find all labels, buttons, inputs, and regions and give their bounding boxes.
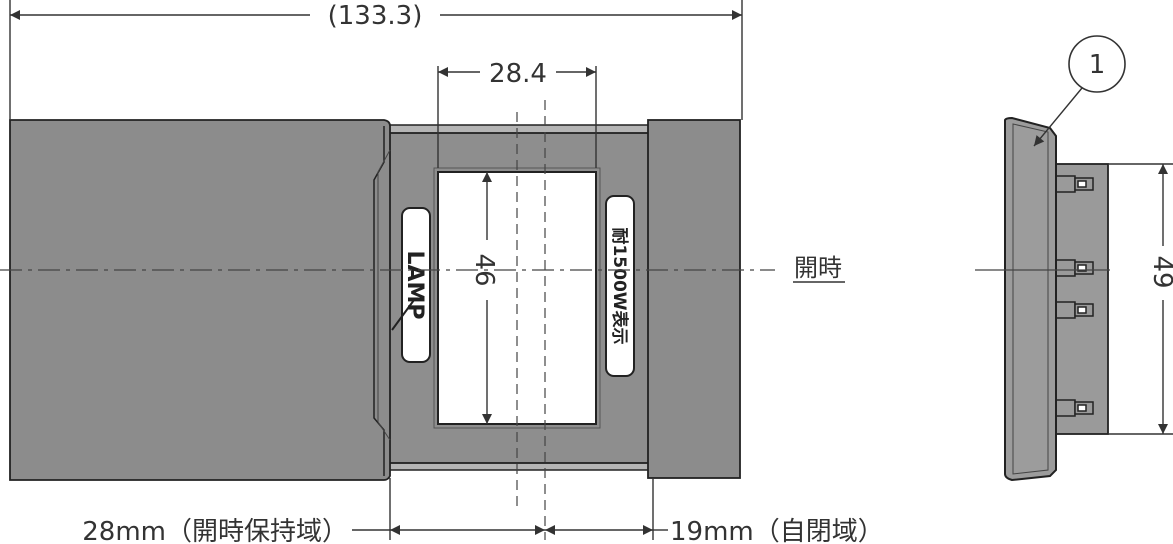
close-zone-value: 19mm（自閉域） bbox=[670, 517, 884, 544]
right-cover bbox=[647, 119, 741, 479]
left-cover-edge bbox=[373, 126, 385, 476]
load-badge bbox=[605, 195, 635, 377]
callout-circle bbox=[1068, 35, 1126, 93]
callout-number: 1 bbox=[1089, 50, 1106, 80]
load-marking: 耐1500W表示 bbox=[609, 227, 630, 344]
window-width-value: 28.4 bbox=[489, 59, 547, 89]
side-view: 1 49 bbox=[975, 35, 1173, 482]
lamp-pointer bbox=[391, 299, 415, 331]
front-view: LAMP 耐1500W表示 bbox=[9, 119, 741, 481]
side-back-body bbox=[1052, 163, 1109, 435]
hold-zone-value: 28mm（開時保持域） bbox=[82, 517, 348, 544]
side-front-cover-inner bbox=[1012, 123, 1049, 475]
left-cover bbox=[9, 119, 391, 481]
dimension-lines bbox=[9, 0, 845, 540]
lamp-badge bbox=[401, 207, 431, 363]
open-position-label: 開時 bbox=[794, 254, 842, 282]
centerlines bbox=[0, 100, 775, 540]
total-width-value: (133.3) bbox=[328, 1, 423, 31]
lamp-marking: LAMP bbox=[402, 250, 427, 319]
side-height-value: 49 bbox=[1147, 255, 1173, 288]
window-height-value: 46 bbox=[469, 253, 499, 286]
side-front-cover bbox=[1004, 116, 1057, 482]
callout-leader bbox=[1033, 87, 1083, 147]
left-cover-edge-inner bbox=[377, 149, 391, 441]
